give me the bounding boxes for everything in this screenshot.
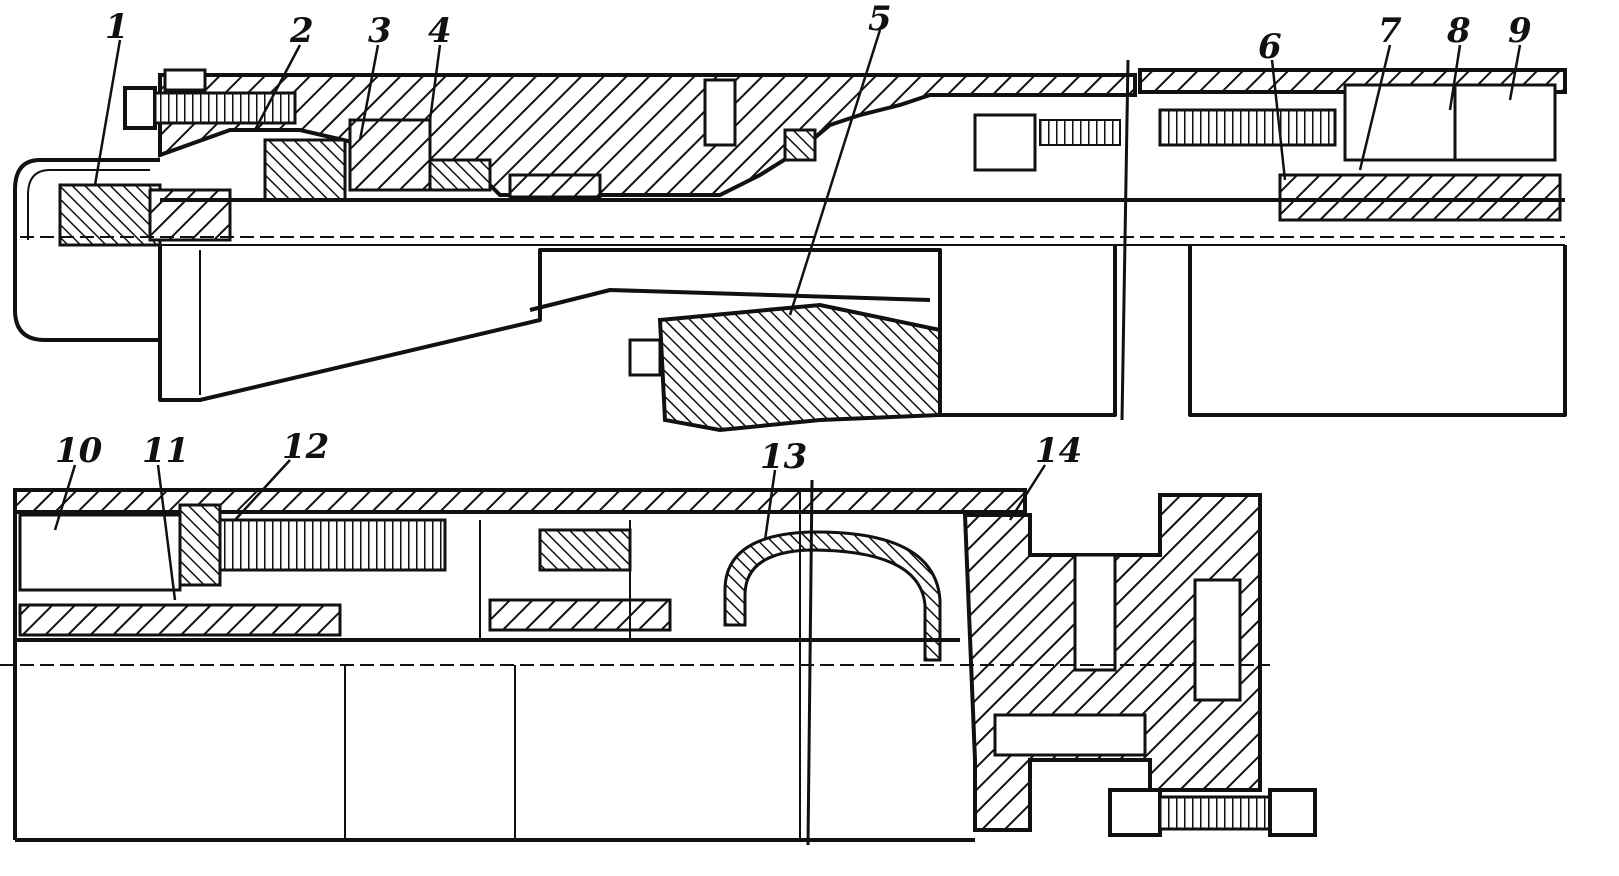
callout-3: 3 [368, 11, 392, 51]
upper-gear-4 [348, 118, 432, 192]
lower-bottom-bolt [1108, 788, 1317, 837]
upper-sleeve [508, 173, 602, 199]
upper-housing-wall [158, 73, 1137, 197]
callout-4: 4 [428, 11, 452, 51]
upper-grease-fitting [703, 78, 737, 147]
callout-6: 6 [1258, 27, 1282, 67]
upper-end-cap [13, 158, 160, 342]
upper-gear-3 [263, 138, 347, 202]
upper-rollers [973, 113, 1037, 172]
lower-block-11 [178, 503, 222, 587]
callout-12: 12 [282, 427, 329, 467]
upper-collar [428, 158, 492, 192]
lower-end-cap-slot [1193, 578, 1242, 702]
lower-inner-block [538, 528, 632, 572]
lower-spring-12 [213, 518, 447, 572]
upper-block-9 [1453, 83, 1557, 162]
upper-roller-chain [1039, 119, 1121, 146]
callout-13: 13 [760, 437, 807, 477]
lower-sleeve [488, 598, 672, 632]
callout-8: 8 [1446, 11, 1471, 51]
callout-14: 14 [1035, 431, 1082, 471]
lower-end-cap-opening [993, 713, 1147, 757]
callout-leaders [53, 29, 1522, 601]
lower-loop-spring-13 [723, 530, 942, 662]
upper-cam-lever-5 [657, 302, 942, 433]
upper-left-ring [148, 188, 232, 242]
callout-2: 2 [289, 11, 314, 51]
lower-break-line [806, 479, 814, 846]
upper-break-line [1120, 59, 1130, 421]
upper-section-view [13, 59, 1567, 433]
upper-small-block [783, 128, 817, 162]
upper-block-8 [1343, 83, 1457, 162]
callout-11: 11 [142, 431, 189, 471]
callout-1: 1 [105, 7, 129, 47]
lower-housing-wall [13, 488, 1027, 514]
upper-hub-7 [1278, 173, 1562, 222]
lower-block-10 [18, 513, 182, 592]
lower-section-view [0, 479, 1317, 846]
callout-9: 9 [1508, 11, 1532, 51]
upper-cam-pin [628, 338, 662, 377]
upper-lower-body [158, 245, 1567, 417]
upper-end-cap-inner [27, 169, 150, 240]
upper-spring-6 [1158, 108, 1337, 147]
lower-shaft-collar [18, 603, 342, 637]
callout-7: 7 [1378, 11, 1402, 51]
callout-labels: 1 2 3 4 5 6 7 8 9 10 11 12 13 14 [55, 0, 1532, 477]
callout-5: 5 [868, 0, 892, 39]
callout-10: 10 [55, 431, 103, 471]
lower-end-cap-bolt [1073, 553, 1117, 672]
upper-left-bearing [58, 183, 162, 247]
